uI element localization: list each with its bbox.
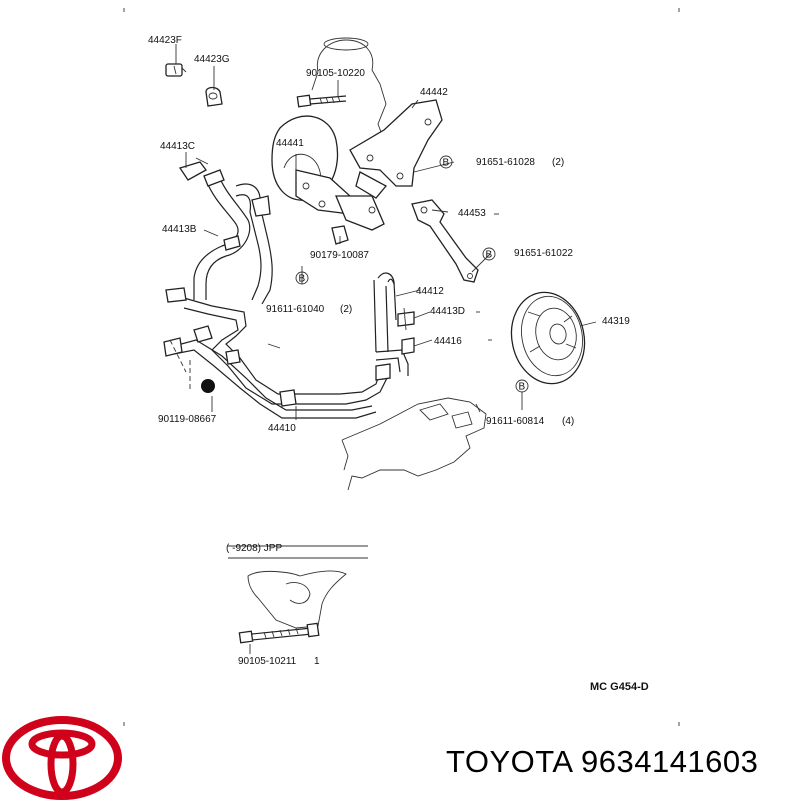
bolt-marker-1: B xyxy=(439,155,453,169)
callout-44442: 44442 xyxy=(420,87,448,98)
bolt-marker-2: B xyxy=(482,247,496,261)
pressure-hose xyxy=(235,183,273,305)
callout-44423f: 44423F xyxy=(148,35,182,46)
pulley-44319 xyxy=(510,291,586,385)
hose-44413b xyxy=(193,169,251,300)
clamp-44413c xyxy=(178,157,209,181)
callout-jpp-range: ( -9208) JPP xyxy=(226,543,282,554)
callout-91611-61040: 91611-61040 xyxy=(266,304,325,315)
svg-text:B: B xyxy=(519,382,526,393)
callout-91651-61022: 91651-61022 xyxy=(514,248,573,259)
grommet-90119-08667 xyxy=(169,339,215,393)
jpp-inset xyxy=(228,545,368,644)
callout-44416: 44416 xyxy=(434,336,462,347)
svg-text:B: B xyxy=(299,274,306,285)
callout-qty-91651-61028: (2) xyxy=(552,157,564,168)
clip-44423g xyxy=(205,86,223,107)
toyota-logo xyxy=(2,716,122,800)
tube-44412 xyxy=(373,272,397,353)
svg-text:B: B xyxy=(443,158,450,169)
callout-44453: 44453 xyxy=(458,208,486,219)
steering-gear-outline xyxy=(341,397,487,491)
callout-90179-10087: 90179-10087 xyxy=(310,250,369,261)
reservoir-outline xyxy=(311,37,387,151)
callout-qty-91611-61040: (2) xyxy=(340,304,352,315)
callout-44413b: 44413B xyxy=(162,224,197,235)
callout-90105-10211: 90105-10211 xyxy=(238,656,297,667)
callout-44413d: 44413D xyxy=(430,306,465,317)
brand-part-number: TOYOTA 9634141603 xyxy=(446,744,759,779)
callout-qty-91611-60814: (4) xyxy=(562,416,574,427)
bracket-44442 xyxy=(349,99,443,199)
svg-text:B: B xyxy=(486,250,493,261)
callout-90105-10220: 90105-10220 xyxy=(306,68,365,79)
callout-44423g: 44423G xyxy=(194,54,230,65)
callout-44413c: 44413C xyxy=(160,141,195,152)
callout-figure-code: MC G454-D xyxy=(590,681,649,693)
collar-90179-10087 xyxy=(331,225,349,245)
corner-ticks xyxy=(123,8,680,726)
callout-91611-60814: 91611-60814 xyxy=(486,416,545,427)
clip-44423f xyxy=(165,63,187,77)
callout-qty-90105-10211: 1 xyxy=(314,656,320,667)
bolt-marker-4: B xyxy=(515,379,529,393)
callout-44410: 44410 xyxy=(268,423,296,434)
clamp-44413d xyxy=(397,307,415,331)
callout-91651-61028: 91651-61028 xyxy=(476,157,535,168)
pump-assembly xyxy=(271,115,385,231)
bolt-marker-3: B xyxy=(295,271,309,285)
callout-90119-08667: 90119-08667 xyxy=(158,414,217,425)
callout-44441: 44441 xyxy=(276,138,304,149)
leader-lines xyxy=(175,44,597,654)
callout-44412: 44412 xyxy=(416,286,444,297)
bolt-90105-10220 xyxy=(296,94,347,108)
callout-44319: 44319 xyxy=(602,316,630,327)
tube-44416 xyxy=(375,337,415,376)
callout-labels: 44423F 44423G 90105-10220 44442 44441 44… xyxy=(148,35,649,693)
tube-assy-44410 xyxy=(163,287,391,419)
